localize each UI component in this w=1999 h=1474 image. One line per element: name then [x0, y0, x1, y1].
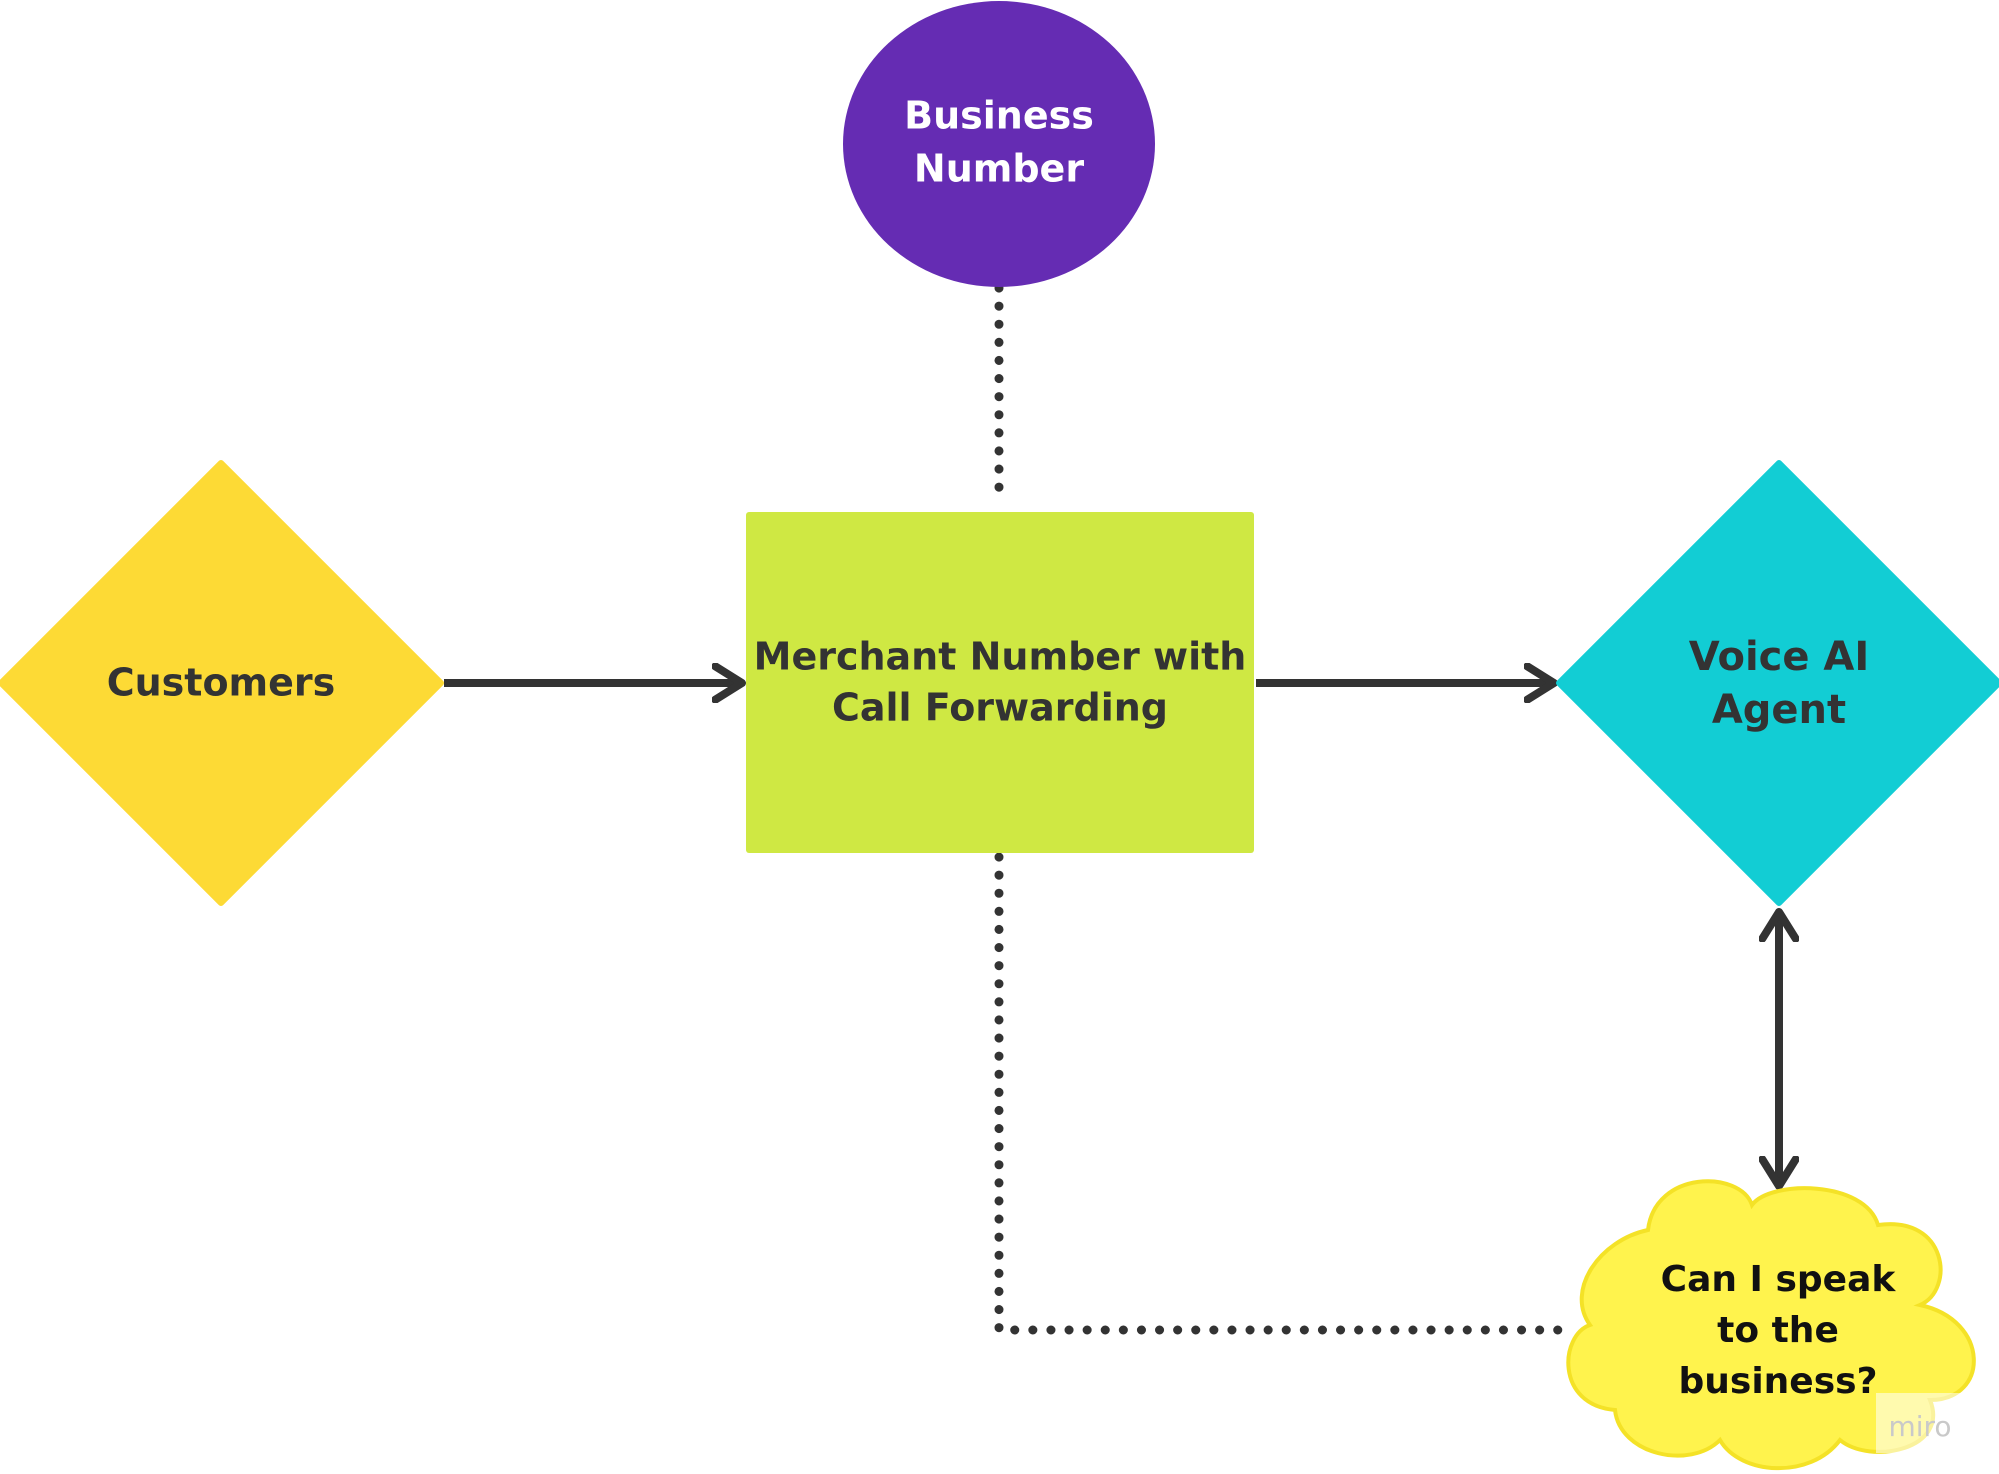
merchant-label-line1: Merchant Number with [754, 635, 1247, 679]
speak-to-business-cloud[interactable]: Can I speak to the business? [1566, 1179, 1976, 1471]
business-number-node[interactable]: Business Number [843, 1, 1155, 287]
voice-ai-shape [1556, 460, 1999, 906]
voice-ai-label-line1: Voice AI [1689, 634, 1870, 680]
merchant-shape [746, 512, 1254, 853]
merchant-node[interactable]: Merchant Number with Call Forwarding [746, 512, 1254, 853]
watermark-label: miro [1888, 1410, 1951, 1443]
business-number-label-line2: Number [914, 147, 1084, 191]
cloud-label-line3: business? [1679, 1361, 1878, 1402]
customers-label: Customers [107, 661, 336, 705]
customers-node[interactable]: Customers [0, 460, 444, 906]
business-number-label-line1: Business [904, 94, 1094, 138]
customers-shape [0, 460, 444, 906]
dotted-connector-merchant-to-cloud [994, 852, 1579, 1335]
voice-ai-node[interactable]: Voice AI Agent [1556, 460, 1999, 906]
cloud-label-line2: to the [1717, 1310, 1839, 1351]
merchant-label-line2: Call Forwarding [832, 686, 1168, 730]
miro-watermark: miro [1876, 1393, 1964, 1453]
cloud-label-line1: Can I speak [1661, 1259, 1897, 1300]
voice-ai-label-line2: Agent [1712, 687, 1846, 733]
business-number-shape [843, 1, 1155, 287]
